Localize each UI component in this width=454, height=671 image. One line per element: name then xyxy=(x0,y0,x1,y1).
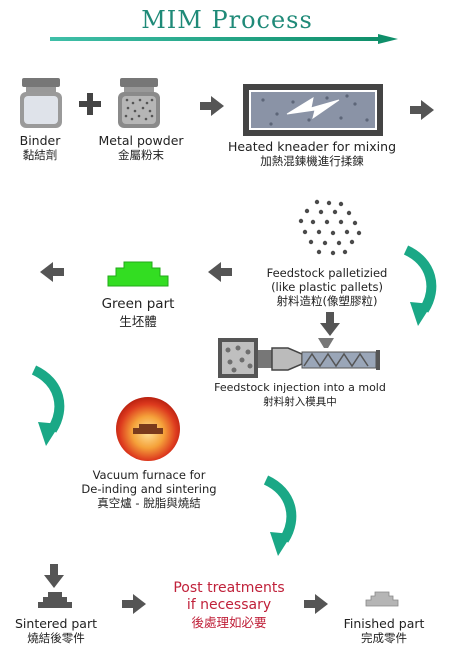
metal-powder-jar-icon xyxy=(118,78,160,128)
plus-icon xyxy=(79,93,101,115)
curved-arrow-icon xyxy=(263,475,297,556)
arrow-left-icon xyxy=(208,262,232,282)
green-part-icon xyxy=(107,261,169,287)
arrow-left-icon xyxy=(40,262,64,282)
heated-kneader-icon xyxy=(243,84,383,136)
injection-mold-icon xyxy=(218,338,380,378)
curved-arrow-icon xyxy=(31,365,65,446)
binder-jar-icon xyxy=(20,78,62,128)
arrow-down-icon xyxy=(320,312,340,336)
page-title: MIM Process xyxy=(141,6,313,34)
arrow-down-icon xyxy=(44,564,64,588)
arrow-right-icon xyxy=(410,100,434,120)
vacuum-furnace-icon xyxy=(116,397,180,461)
palletized-label: Feedstock palletizied (like plastic pall… xyxy=(266,266,388,308)
feedstock-pellets-icon xyxy=(298,199,362,256)
sintered-part-icon xyxy=(38,592,72,608)
furnace-label: Vacuum furnace for De-inding and sinteri… xyxy=(81,468,217,510)
finished-part-icon xyxy=(365,591,399,607)
post-treatments-label: Post treatments if necessary 後處理如必要 xyxy=(173,580,285,630)
title-arrow xyxy=(50,34,398,44)
arrow-right-icon xyxy=(122,594,146,614)
arrow-right-icon xyxy=(304,594,328,614)
curved-arrow-icon xyxy=(403,245,437,326)
arrow-right-icon xyxy=(200,96,224,116)
